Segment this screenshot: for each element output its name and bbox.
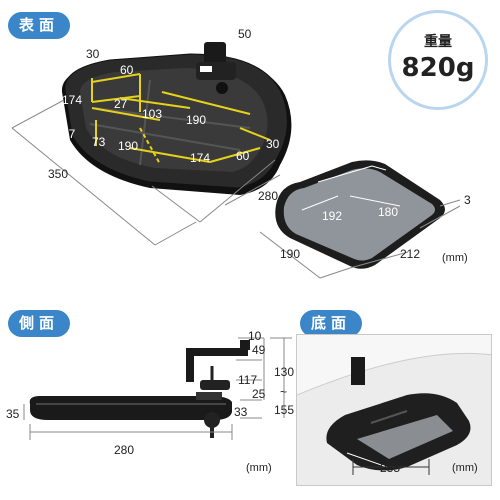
tray-side-view	[23, 337, 292, 440]
dim-top-350: 350	[48, 167, 69, 181]
dim-bottom-285: 285	[380, 461, 401, 475]
dim-side-25: 25	[252, 387, 266, 401]
top-view-label: 表面	[8, 12, 70, 39]
dim-top-30a: 30	[86, 47, 100, 61]
dim-side-280: 280	[114, 443, 135, 457]
weight-label: 重量	[424, 34, 452, 50]
dim-top-174a: 174	[62, 93, 83, 107]
dim-top-174b: 174	[190, 151, 211, 165]
dim-side-10: 10	[248, 329, 262, 343]
dim-top-27a: 27	[114, 97, 128, 111]
dim-side-155: 155	[274, 403, 295, 417]
clamp-top-view	[196, 42, 236, 94]
bottom-view-label: 底面	[300, 310, 362, 337]
dim-top-27b: 27	[62, 127, 76, 141]
bottom-view-photo	[296, 334, 492, 486]
tray-top-view	[61, 53, 292, 195]
dim-top-103: 103	[142, 107, 163, 121]
dim-side-33: 33	[234, 405, 248, 419]
weight-badge: 重量 820g	[388, 10, 488, 110]
bottom-view-drawing	[297, 335, 491, 475]
dim-side-35: 35	[6, 407, 20, 421]
dim-top-280: 280	[258, 189, 279, 203]
pad-unit: (mm)	[442, 252, 468, 264]
dim-side-49: 49	[252, 343, 266, 357]
dim-pad-212: 212	[400, 247, 421, 261]
dim-side-117: 117	[238, 373, 258, 387]
dim-top-73: 73	[92, 135, 106, 149]
dim-top-60b: 60	[236, 149, 250, 163]
dim-pad-190: 190	[280, 247, 301, 261]
yellow-dimension-lines	[91, 73, 271, 165]
dim-pad-3: 3	[464, 193, 471, 207]
dim-top-60a: 60	[120, 63, 134, 77]
dim-top-50: 50	[238, 27, 252, 41]
weight-value: 820g	[401, 53, 475, 83]
side-unit: (mm)	[246, 462, 272, 474]
side-view-label: 側面	[8, 310, 70, 337]
dim-top-190b: 190	[118, 139, 139, 153]
mouse-pad-outer-lines	[259, 199, 461, 279]
outer-dimension-lines	[11, 99, 281, 246]
dim-pad-180: 180	[378, 205, 399, 219]
dim-side-130: 130	[274, 365, 295, 379]
dim-top-30b: 30	[266, 137, 280, 151]
bottom-unit: (mm)	[452, 462, 478, 474]
dim-pad-192: 192	[322, 209, 343, 223]
dim-top-190a: 190	[186, 113, 207, 127]
dim-side-tilde: ~	[280, 385, 288, 399]
mouse-pad	[275, 160, 445, 269]
